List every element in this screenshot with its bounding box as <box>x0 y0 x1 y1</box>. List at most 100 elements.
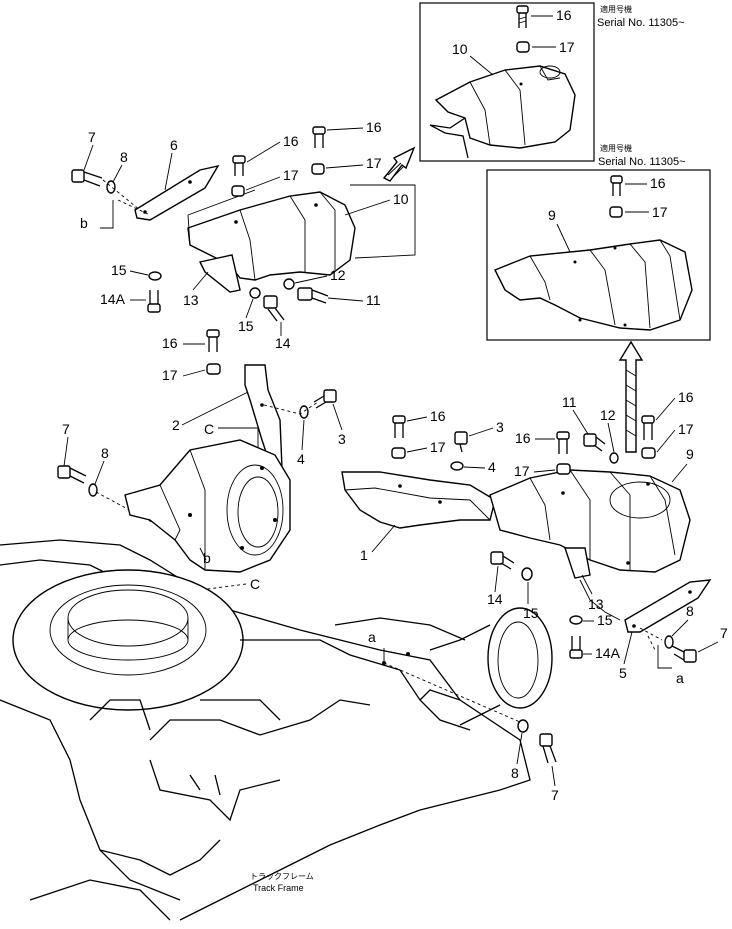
callout-17: 17 <box>430 439 446 455</box>
callout-a: a <box>676 670 684 686</box>
bolt-16-left-a <box>232 155 246 176</box>
washer-15-right <box>521 567 533 581</box>
washer-17-right-c <box>641 447 656 459</box>
callout-1: 1 <box>360 547 368 563</box>
callout-16: 16 <box>515 430 531 446</box>
washer-17-mid <box>609 206 623 218</box>
callout-4: 4 <box>488 459 496 475</box>
callout-3: 3 <box>338 431 346 447</box>
hatched-arrow-to-top-inset <box>382 146 416 182</box>
washer-12 <box>283 278 295 290</box>
callout-7: 7 <box>551 787 559 803</box>
callout-17: 17 <box>514 463 530 479</box>
callout-12: 12 <box>600 407 616 423</box>
bolt-14a-right <box>569 636 583 659</box>
callout-12: 12 <box>330 267 346 283</box>
callout-7: 7 <box>62 421 70 437</box>
callout-a: a <box>368 629 376 645</box>
bolt-14-right <box>490 551 515 570</box>
washer-17-left-b <box>311 163 325 175</box>
callout-5: 5 <box>619 665 627 681</box>
track-frame-japanese-label: トラックフレーム <box>250 872 314 881</box>
callout-9: 9 <box>548 207 556 223</box>
washer-17-bracket2 <box>206 363 221 375</box>
callout-15: 15 <box>523 605 539 621</box>
callout-17: 17 <box>162 367 178 383</box>
bolt-3-left <box>313 389 337 409</box>
bracket-13 <box>198 254 241 293</box>
callout-13: 13 <box>588 596 604 612</box>
inset-mid-serial: Serial No. 11305~ <box>598 156 686 168</box>
washer-17-right-a <box>391 447 406 459</box>
callout-15: 15 <box>111 262 127 278</box>
washer-8-lower <box>88 483 98 497</box>
callout-17: 17 <box>559 39 575 55</box>
washer-4-left <box>299 405 309 419</box>
hatched-arrow-to-mid-inset <box>618 340 644 453</box>
bolt-11-right <box>583 433 606 452</box>
callout-16: 16 <box>162 335 178 351</box>
track-frame: トラックフレーム Track Frame <box>0 539 553 921</box>
bolt-7-right <box>671 645 697 663</box>
callout-14: 14 <box>487 591 503 607</box>
bolt-16-right-b <box>556 431 570 454</box>
bracket-5 <box>624 579 712 633</box>
callout-17: 17 <box>678 421 694 437</box>
bolt-11 <box>297 287 329 304</box>
callout-7: 7 <box>720 625 728 641</box>
callout-17: 17 <box>366 155 382 171</box>
callout-10: 10 <box>452 41 468 57</box>
callout-8: 8 <box>511 765 519 781</box>
washer-17-right-b <box>556 463 571 475</box>
inset-top: 適用号機 Serial No. 11305~ 16 17 10 <box>419 2 685 162</box>
right-assembly: 16 17 3 4 16 11 12 16 17 17 9 1 14 15 13… <box>341 389 728 803</box>
bracket-6 <box>134 164 220 221</box>
callout-8: 8 <box>101 445 109 461</box>
bolt-16-left-b <box>312 126 326 148</box>
track-frame-boss <box>12 569 244 711</box>
callout-2: 2 <box>172 417 180 433</box>
bolt-16-bracket2 <box>206 329 220 352</box>
callout-15: 15 <box>597 612 613 628</box>
callout-11: 11 <box>562 394 577 410</box>
bolt-16-mid <box>610 175 623 196</box>
track-frame-label: Track Frame <box>253 883 304 893</box>
bracket-13-right <box>564 547 591 579</box>
bolt-7-bottom <box>539 733 557 764</box>
washer-4-right <box>450 461 464 471</box>
inset-top-serial: Serial No. 11305~ <box>597 17 685 29</box>
callout-b: b <box>203 550 211 566</box>
callout-c: C <box>250 576 260 592</box>
washer-15-14a-right <box>569 615 583 625</box>
callout-16: 16 <box>650 175 666 191</box>
callout-16: 16 <box>430 408 446 424</box>
callout-13: 13 <box>183 292 199 308</box>
bolt-7-lower <box>57 465 87 484</box>
callout-c: C <box>204 421 214 437</box>
washer-8-bottom <box>517 719 529 733</box>
callout-15: 15 <box>238 318 254 334</box>
left-lower-assembly: 7 8 b C <box>57 421 291 592</box>
washer-8-upper <box>106 180 116 194</box>
callout-10: 10 <box>393 191 409 207</box>
washer-8-right <box>664 635 674 649</box>
inset-top-japanese-label: 適用号機 <box>600 4 632 14</box>
callout-17: 17 <box>283 167 299 183</box>
washer-12-right <box>609 452 619 464</box>
cover-9-mid <box>494 239 693 331</box>
bolt-14a-left <box>147 290 161 313</box>
callout-7: 7 <box>88 129 96 145</box>
callout-17: 17 <box>652 204 668 220</box>
inset-mid-japanese-label: 適用号機 <box>600 143 632 153</box>
callout-6: 6 <box>170 137 178 153</box>
callout-b: b <box>80 215 88 231</box>
callout-14a: 14A <box>100 291 126 307</box>
bolt-16-right-c <box>641 415 655 440</box>
callout-8: 8 <box>686 603 694 619</box>
bolt-16-right-a <box>392 415 406 438</box>
callout-16: 16 <box>678 389 694 405</box>
washer-15-left <box>249 287 261 299</box>
inset-top-frame <box>419 2 595 162</box>
cover-10-top <box>434 65 576 149</box>
